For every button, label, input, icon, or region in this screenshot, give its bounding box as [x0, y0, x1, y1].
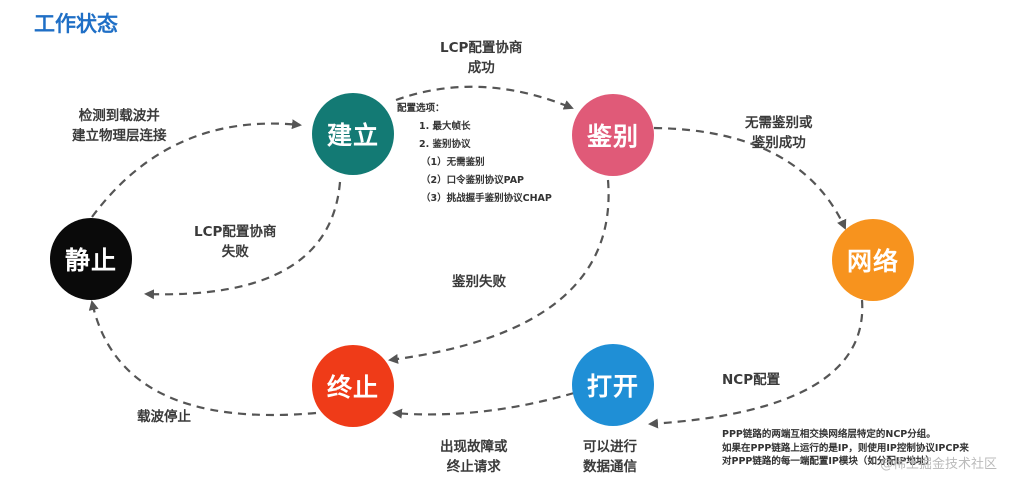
arrow-zhongzhi-to-jingzhi: [88, 300, 317, 417]
arrow-jianli-to-jianbie: [395, 85, 574, 110]
arrow-jianli-to-jingzhi: [144, 181, 342, 300]
label-auth-success: 无需鉴别或 鉴别成功: [745, 115, 813, 151]
config-options-list: 配置选项： 1. 最大帧长 2. 鉴别协议 （1）无需鉴别 （2）口令鉴别协议P…: [397, 103, 552, 204]
watermark: @稀土掘金技术社区: [879, 457, 997, 472]
ncp-note: PPP链路的两端互相交换网络层特定的NCP分组。 如果在PPP链路上运行的是IP…: [722, 429, 969, 467]
state-dakai: 打开: [572, 344, 654, 426]
arrow-jingzhi-to-jianli: [91, 119, 302, 218]
arrow-dakai-to-zhongzhi: [392, 391, 575, 419]
page-title: 工作状态: [34, 12, 118, 36]
label-lcp-success: LCP配置协商 成功: [440, 40, 523, 76]
label-lcp-fail: LCP配置协商 失败: [194, 224, 277, 260]
arrow-jianbie-to-wangluo: [653, 126, 847, 230]
arrow-wangluo-to-dakai: [648, 299, 864, 429]
arrow-jianbie-to-zhongzhi: [388, 179, 610, 364]
label-auth-fail: 鉴别失败: [452, 274, 506, 290]
state-wangluo: 网络: [832, 219, 914, 301]
label-carrier-stop: 载波停止: [137, 409, 191, 425]
state-zhongzhi: 终止: [312, 345, 394, 427]
label-fault-or-terminate: 出现故障或 终止请求: [440, 439, 508, 475]
state-jingzhi: 静止: [50, 218, 132, 300]
label-data-comm: 可以进行 数据通信: [583, 439, 637, 475]
label-carrier-detected: 检测到载波并 建立物理层连接: [72, 108, 167, 144]
state-jianli: 建立: [312, 93, 394, 175]
state-jianbie: 鉴别: [572, 94, 654, 176]
label-ncp-config: NCP配置: [722, 372, 781, 388]
